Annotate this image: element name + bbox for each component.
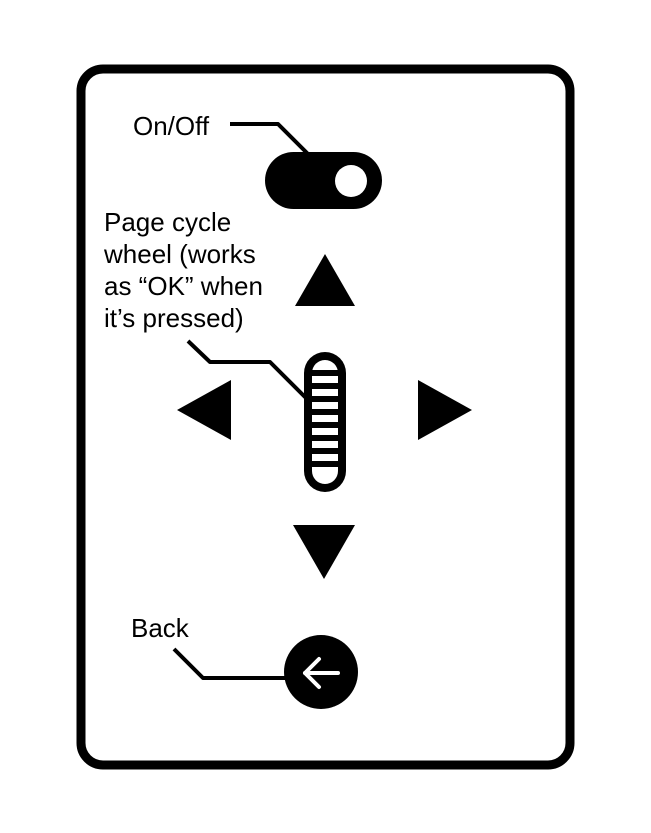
on-off-leader-line [230,122,314,160]
triangle-up-icon[interactable] [295,254,355,306]
page-cycle-wheel-label: Page cycle wheel (works as “OK” when it’… [104,206,304,334]
scroll-wheel-icon[interactable] [304,352,346,492]
triangle-left-icon[interactable] [177,380,231,440]
toggle-switch-icon[interactable] [265,152,382,209]
wheel-label-line-3: as “OK” when [104,271,263,301]
wheel-label-line-2: wheel (works [104,239,256,269]
back-leader-line [172,647,290,680]
wheel-leader-line [186,339,310,402]
back-label: Back [131,613,189,643]
wheel-label-line-4: it’s pressed) [104,303,244,333]
back-button[interactable] [284,635,358,709]
on-off-label: On/Off [133,111,210,141]
wheel-label-line-1: Page cycle [104,207,232,237]
triangle-right-icon[interactable] [418,380,472,440]
triangle-down-icon[interactable] [293,525,355,579]
arrow-left-icon [303,657,340,689]
